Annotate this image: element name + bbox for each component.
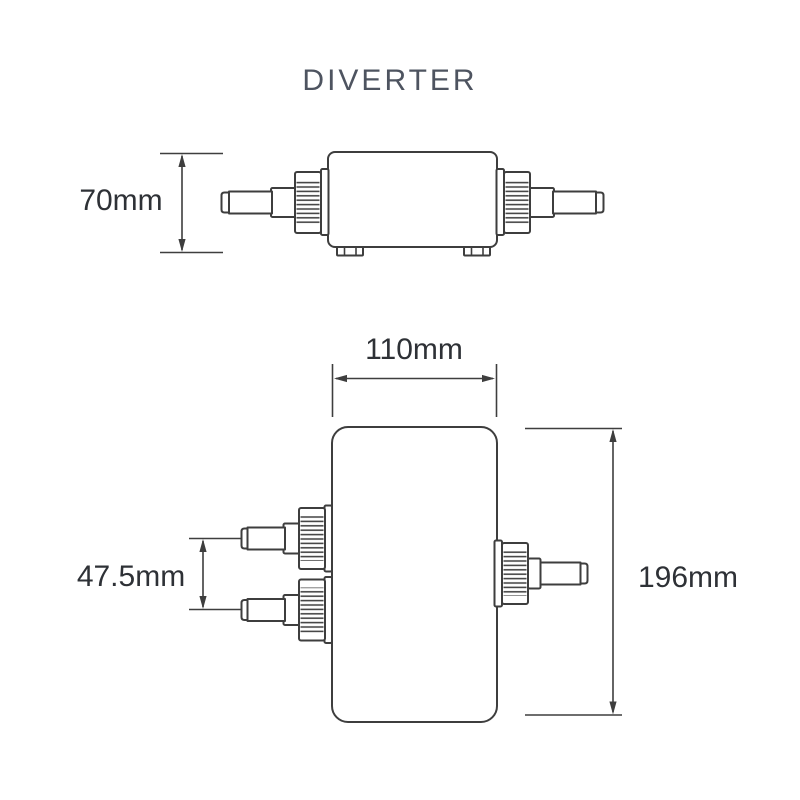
knurl-ribs (300, 587, 324, 633)
body-outline-front (331, 426, 498, 723)
barb-cylinder (539, 561, 582, 586)
barb-cylinder (552, 190, 597, 215)
body-outline (327, 151, 498, 248)
front-view: 110mm 196mm 47.5mm (77, 333, 738, 723)
dimension-front-height: 196mm (525, 427, 738, 716)
connector-flange (493, 539, 503, 608)
barb-collar (270, 187, 297, 218)
dimension-side-height: 70mm (79, 152, 223, 254)
arrowhead-up-icon (199, 539, 207, 552)
connector-side-left (220, 168, 330, 236)
barb-end-cap (220, 191, 231, 214)
page-title: DIVERTER (302, 64, 477, 97)
connector-flange (495, 168, 505, 236)
barb-collar (282, 522, 302, 555)
arrowhead-up-icon (609, 429, 617, 442)
barb-end-cap (594, 191, 605, 214)
connector-front-left-bottom (240, 576, 333, 644)
arrowhead-right-icon (482, 374, 495, 383)
connector-front-left-top (240, 504, 333, 573)
arrowhead-left-icon (334, 374, 347, 383)
knurl-ribs (505, 180, 529, 225)
barb-collar (282, 594, 302, 626)
knurl-ribs (300, 516, 324, 561)
arrowhead-down-icon (178, 239, 186, 252)
connector-side-right (495, 168, 605, 236)
arrowhead-down-icon (199, 596, 207, 609)
dimension-front-width: 110mm (331, 333, 498, 417)
arrowhead-up-icon (178, 154, 186, 167)
barb-cylinder (246, 598, 286, 622)
dimension-outlet-spacing: 47.5mm (77, 537, 241, 611)
barb-cylinder (246, 526, 286, 551)
knurl-ribs (503, 551, 527, 596)
dimension-label-outlet-spacing: 47.5mm (77, 560, 185, 593)
diverter-body-side (327, 151, 498, 257)
barb-collar (527, 557, 542, 590)
connector-front-right (493, 539, 589, 608)
barb-cylinder (228, 190, 273, 215)
dimension-label-front-width: 110mm (365, 333, 463, 366)
connector-flange (320, 168, 330, 236)
arrowhead-down-icon (609, 701, 617, 715)
knurl-ribs (296, 180, 320, 225)
side-view: 70mm (79, 151, 605, 257)
dimension-label-side-height: 70mm (79, 184, 162, 217)
dimension-label-front-height: 196mm (638, 561, 738, 594)
barb-collar (528, 187, 555, 218)
